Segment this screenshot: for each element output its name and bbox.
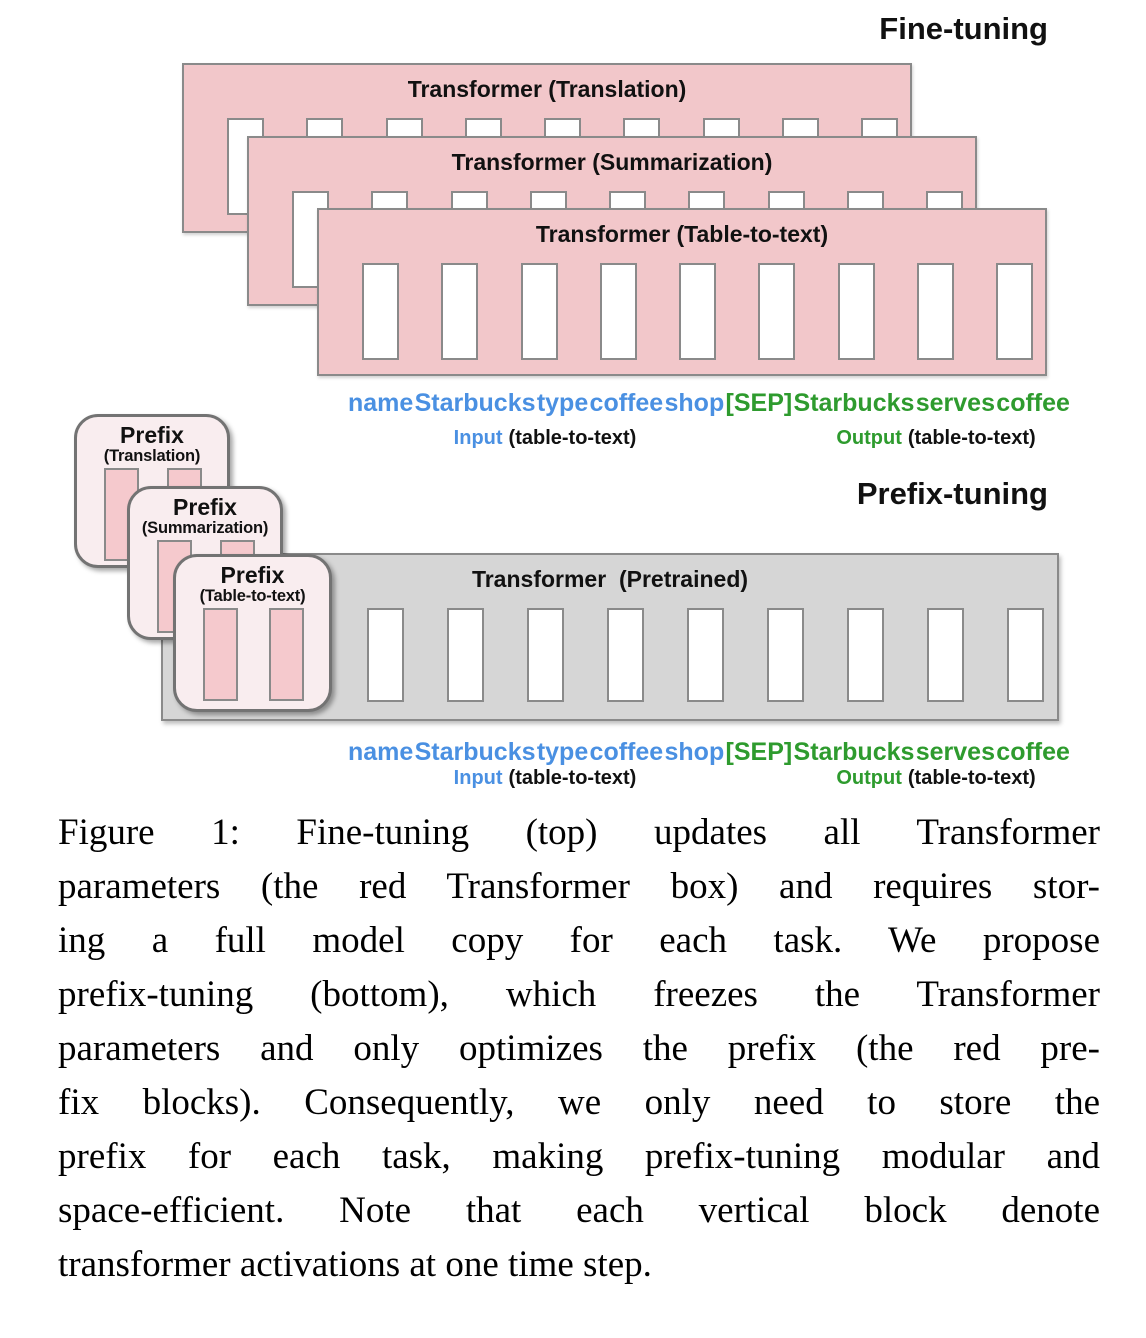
prefix-tuning-title: Prefix-tuning: [856, 476, 1048, 511]
activation-block: [996, 263, 1033, 360]
token-name: name: [348, 389, 414, 417]
output-task-suffix: (table-to-text): [907, 427, 1036, 449]
token-row-prefix-tuning: name Starbucks type coffee shop [SEP] St…: [348, 738, 1070, 767]
token-name: name: [348, 738, 414, 766]
token-coffee: coffee: [589, 389, 664, 417]
caption-line: fix blocks). Consequently, we only need …: [58, 1082, 1100, 1123]
token-sep: [SEP]: [725, 389, 793, 417]
prefix-box-sublabel: (Table-to-text): [199, 587, 306, 606]
token-sep: [SEP]: [725, 738, 793, 766]
prefix-blocks-row: [203, 608, 304, 701]
activation-block: [607, 608, 644, 702]
token-starbucks: Starbucks: [414, 389, 536, 417]
activation-block: [687, 608, 724, 702]
token-starbucks-out: Starbucks: [793, 389, 915, 417]
input-task-suffix: (table-to-text): [508, 767, 637, 789]
token-starbucks-out: Starbucks: [793, 738, 915, 766]
figure-caption: Figure 1: Fine-tuning (top) updates all …: [58, 806, 1100, 1292]
token-coffee-out: coffee: [996, 738, 1070, 766]
caption-line: prefix for each task, making prefix-tuni…: [58, 1136, 1100, 1177]
activation-block: [758, 263, 796, 360]
activation-block: [927, 608, 964, 702]
prefix-activation-block: [203, 608, 238, 701]
transformer-box-label: Transformer (Translation): [407, 76, 687, 102]
token-coffee-out: coffee: [996, 389, 1070, 417]
transformer-pretrained-label: Transformer (Pretrained): [471, 566, 749, 592]
activation-block: [837, 263, 875, 360]
token-serves: serves: [915, 389, 995, 417]
token-type: type: [536, 738, 589, 766]
activation-block: [447, 608, 484, 702]
output-label-word: Output: [836, 767, 902, 789]
activation-block: [767, 608, 804, 702]
activation-block: [847, 608, 884, 702]
output-label-word: Output: [836, 427, 902, 449]
prefix-box-sublabel: (Summarization): [141, 519, 269, 538]
prefix-box-label: Prefix: [120, 422, 184, 448]
caption-line: space-efficient. Note that each vertical…: [58, 1190, 1100, 1231]
transformer-box-label: Transformer (Table-to-text): [535, 221, 829, 247]
token-coffee: coffee: [589, 738, 664, 766]
token-row-fine-tuning: name Starbucks type coffee shop [SEP] St…: [348, 389, 1070, 418]
activation-block: [367, 608, 404, 702]
activation-blocks-row: [362, 263, 1033, 360]
activation-blocks-row: [367, 608, 1044, 702]
activation-block: [527, 608, 564, 702]
activation-block: [679, 263, 716, 360]
caption-line: transformer activations at one time step…: [58, 1244, 652, 1285]
prefix-box-label: Prefix: [173, 494, 237, 520]
activation-block: [916, 263, 954, 360]
token-type: type: [536, 389, 589, 417]
input-task-suffix: (table-to-text): [508, 427, 637, 449]
caption-line: prefix-tuning (bottom), which freezes th…: [58, 974, 1100, 1015]
token-starbucks: Starbucks: [414, 738, 536, 766]
input-label-word: Input: [453, 427, 503, 449]
fine-tuning-title: Fine-tuning: [879, 11, 1048, 46]
token-serves: serves: [915, 738, 995, 766]
caption-line: ing a full model copy for each task. We …: [58, 920, 1100, 961]
token-shop: shop: [664, 738, 725, 766]
caption-line: Figure 1: Fine-tuning (top) updates all …: [58, 812, 1100, 853]
input-label: Input(table-to-text): [345, 767, 745, 790]
activation-block: [599, 263, 637, 360]
caption-line: parameters and only optimizes the prefix…: [58, 1028, 1100, 1069]
output-label: Output(table-to-text): [736, 767, 1136, 790]
output-task-suffix: (table-to-text): [907, 767, 1036, 789]
activation-block: [441, 263, 479, 360]
transformer-box-label: Transformer (Summarization): [451, 149, 773, 175]
input-label: Input(table-to-text): [345, 427, 745, 450]
prefix-box-label: Prefix: [220, 562, 285, 588]
activation-block: [362, 263, 399, 360]
caption-line: parameters (the red Transformer box) and…: [58, 866, 1100, 907]
activation-block: [1007, 608, 1044, 702]
transformer-box-table-to-text: Transformer (Table-to-text): [317, 208, 1047, 376]
input-label-word: Input: [453, 767, 503, 789]
output-label: Output(table-to-text): [736, 427, 1136, 450]
prefix-box-table-to-text: Prefix (Table-to-text): [173, 554, 332, 712]
token-shop: shop: [664, 389, 725, 417]
activation-block: [520, 263, 558, 360]
prefix-activation-block: [269, 608, 304, 701]
prefix-box-sublabel: (Translation): [103, 447, 201, 466]
